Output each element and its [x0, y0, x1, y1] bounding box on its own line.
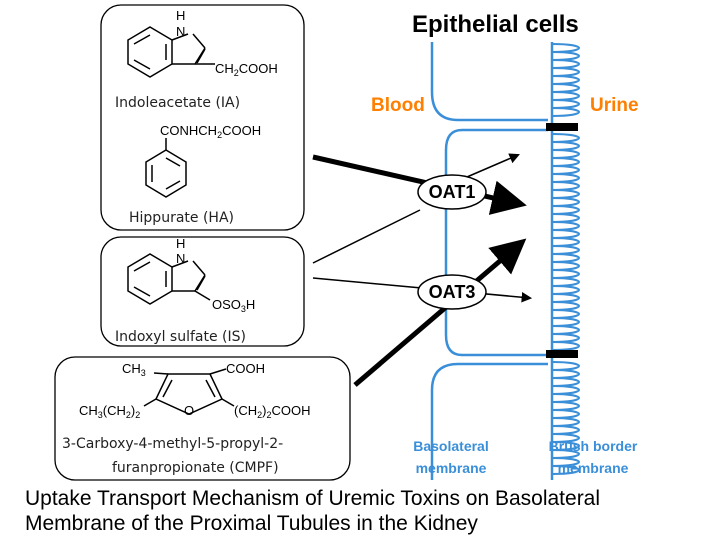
is-sulfate-group: OSO3H — [212, 297, 255, 314]
oat3-label: OAT3 — [429, 282, 476, 302]
brush-border-label-line2: membrane — [558, 460, 629, 476]
ha-caption: Hippurate (HA) — [129, 210, 234, 226]
cmpf-caption-line1: 3-Carboxy-4-methyl-5-propyl-2- — [62, 436, 283, 452]
indoleacetate-structure: H N CH2COOH — [127, 8, 278, 78]
box-cmpf — [54, 356, 351, 481]
cmpf-propyl: CH3(CH2)2 — [79, 403, 140, 420]
cmpf-ring-oxygen: O — [184, 403, 194, 418]
figure-caption-line1: Uptake Transport Mechanism of Uremic Tox… — [25, 487, 600, 510]
upper-cell-top-membrane — [430, 42, 548, 122]
is-n-atom: N — [176, 251, 185, 266]
cmpf-structure: CH3 COOH CH3(CH2)2 O (CH2)2COOH — [79, 361, 310, 420]
epithelial-membranes — [430, 42, 554, 480]
basolateral-label-line2: membrane — [416, 460, 487, 476]
microvilli-segment — [551, 43, 580, 117]
microvilli-segment — [551, 133, 580, 351]
ia-n-atom: N — [176, 24, 185, 39]
arrow-is-to-oat1 — [312, 209, 421, 264]
ia-h-atom: H — [176, 8, 185, 23]
is-h-atom: H — [176, 236, 185, 251]
blood-label: Blood — [371, 95, 425, 116]
arrow-ia-ha-to-oat1 — [312, 154, 527, 215]
microvilli-segment — [551, 361, 580, 475]
urine-label: Urine — [590, 95, 639, 116]
hippurate-structure: CONHCH2COOH — [145, 123, 261, 198]
cell-basolateral-membrane — [444, 128, 548, 357]
cmpf-carboxyl: COOH — [226, 361, 265, 376]
lower-cell-membrane — [430, 362, 548, 480]
oat1-label: OAT1 — [429, 182, 476, 202]
is-caption: Indoxyl sulfate (IS) — [115, 329, 246, 345]
arrow-cmpf-to-oat3 — [353, 238, 527, 387]
cmpf-caption-line2: furanpropionate (CMPF) — [112, 460, 279, 476]
tight-junction-bottom — [546, 350, 578, 358]
microvilli — [551, 43, 580, 475]
ha-side-chain: CONHCH2COOH — [160, 123, 261, 140]
figure-caption-line2: Membrane of the Proximal Tubules in the … — [25, 512, 478, 535]
cmpf-propionate-chain: (CH2)2COOH — [234, 403, 310, 420]
indoxyl-sulfate-structure: H N OSO3H — [127, 236, 255, 314]
ia-side-chain: CH2COOH — [215, 61, 278, 78]
diagram-title: Epithelial cells — [412, 11, 579, 38]
cmpf-methyl: CH3 — [122, 361, 146, 378]
tight-junction-top — [546, 123, 578, 131]
oat1-transporter — [417, 174, 487, 210]
oat3-transporter — [417, 274, 487, 310]
basolateral-label-line1: Basolateral — [413, 438, 488, 454]
box-is — [100, 236, 305, 347]
brush-border-label-line1: Brush border — [549, 438, 638, 454]
ia-caption: Indoleacetate (IA) — [115, 95, 240, 111]
